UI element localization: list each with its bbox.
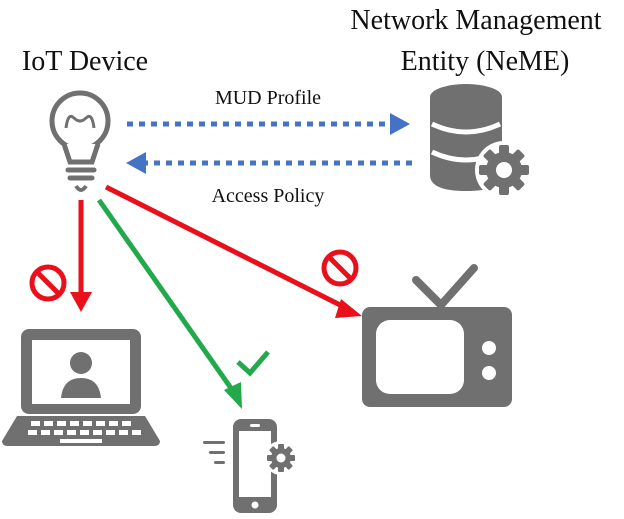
iot-device-label: IoT Device [22,46,148,77]
laptop-user-icon [2,329,160,446]
access-policy-arrow [126,152,412,174]
allowed-arrow-phone [96,198,242,409]
mud-profile-label: MUD Profile [215,87,321,109]
smartphone-gear-icon [203,419,298,513]
lightbulb-icon [49,90,111,192]
blocked-icon-tv [321,249,359,287]
neme-label-line1: Network Management [350,5,601,36]
television-icon [362,264,512,407]
access-policy-label: Access Policy [212,185,325,207]
blocked-arrow-laptop [70,200,92,312]
blocked-arrow-tv [104,184,362,318]
neme-label-line2: Entity (NeME) [401,46,570,77]
blocked-icon-laptop [29,264,67,302]
mud-profile-arrow [127,113,410,135]
database-gear-icon [430,84,533,199]
checkmark-icon [236,350,270,377]
